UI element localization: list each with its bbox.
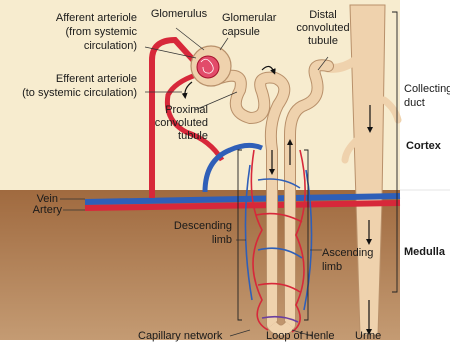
loop-of-henle-label: Loop of Henle (266, 331, 335, 342)
right-panel (400, 0, 450, 342)
cortex-label: Cortex (406, 141, 441, 152)
afferent-line-3: circulation) (56, 39, 137, 53)
efferent-arteriole-label: Efferent arteriole (to systemic circulat… (22, 72, 137, 100)
afferent-line-1: Afferent arteriole (56, 11, 137, 25)
afferent-line-2: (from systemic (56, 25, 137, 39)
urine-label: Urine (355, 331, 381, 342)
collecting-duct-label: Collecting duct (404, 82, 450, 110)
afferent-arteriole-label: Afferent arteriole (from systemic circul… (56, 11, 137, 53)
glomerular-capsule-label: Glomerular capsule (222, 11, 284, 39)
artery-label: Artery (33, 205, 62, 216)
efferent-line-1: Efferent arteriole (22, 72, 137, 86)
proximal-tubule-label: Proximal convoluted tubule (155, 104, 208, 143)
medulla-label: Medulla (404, 247, 445, 258)
capillary-network-label: Capillary network (138, 331, 222, 342)
distal-tubule-label: Distal convoluted tubule (290, 9, 356, 48)
efferent-line-2: (to systemic circulation) (22, 86, 137, 100)
ascending-limb-label: Ascending limb (322, 246, 373, 274)
descending-limb-label: Descending limb (174, 219, 232, 247)
glomerulus-label: Glomerulus (148, 9, 210, 20)
